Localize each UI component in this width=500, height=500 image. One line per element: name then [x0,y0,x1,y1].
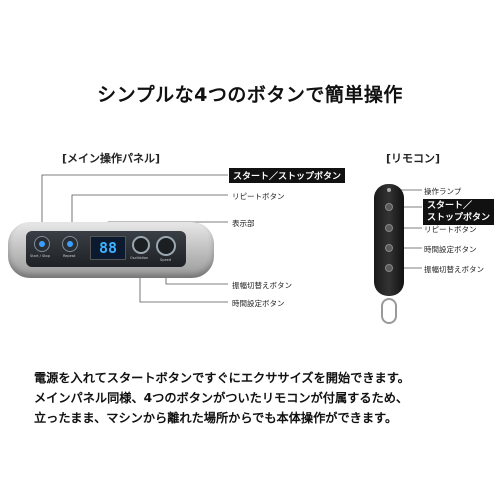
page-title: シンプルな4つのボタンで簡単操作 [97,84,403,106]
label-remote-lamp: 操作ランプ [424,187,462,196]
label-remote-start-stop: スタート／ ストップボタン [423,199,495,225]
label-remote-amplitude: 振幅切替えボタン [424,265,484,274]
label-start-stop: スタート／ストップボタン [229,168,346,183]
description-line-3: 立ったまま、マシンから離れた場所からでも本体操作ができます。 [34,411,398,425]
label-repeat: リピートボタン [232,192,285,201]
label-remote-start-stop-line1: スタート／ [427,201,473,211]
keyring [381,298,397,324]
caption-start-stop: Start / Stop [30,254,50,258]
main-panel-heading: [メイン操作パネル] [62,152,161,165]
label-display: 表示部 [232,219,255,228]
remote-timer-button[interactable] [385,244,393,252]
remote-amplitude-button[interactable] [385,264,393,272]
caption-oscillation: Oscillation [130,256,149,260]
start-stop-button[interactable] [34,236,50,252]
timer-button[interactable] [132,236,150,254]
remote-start-stop-button[interactable] [385,203,393,211]
description-line-2: メインパネル同様、4つのボタンがついたリモコンが付属するため、 [34,391,409,405]
amplitude-button[interactable] [156,236,176,256]
label-remote-repeat: リピートボタン [424,225,477,234]
caption-speed: Speed [160,258,171,262]
remote-repeat-button[interactable] [385,224,393,232]
description-line-1: 電源を入れてスタートボタンですぐにエクササイズを開始できます。 [34,371,410,385]
repeat-button[interactable] [62,236,78,252]
caption-repeat: Repeat [63,254,76,258]
label-timer: 時間設定ボタン [232,299,285,308]
operation-lamp [387,188,391,192]
label-remote-start-stop-line2: ストップボタン [427,213,491,223]
remote-control [374,184,404,296]
label-remote-timer: 時間設定ボタン [424,245,477,254]
remote-heading: [リモコン] [386,152,441,165]
panel-display: 88 [90,236,126,260]
label-amplitude: 振幅切替えボタン [232,281,292,290]
description: 電源を入れてスタートボタンですぐにエクササイズを開始できます。 メインパネル同様… [34,368,410,428]
